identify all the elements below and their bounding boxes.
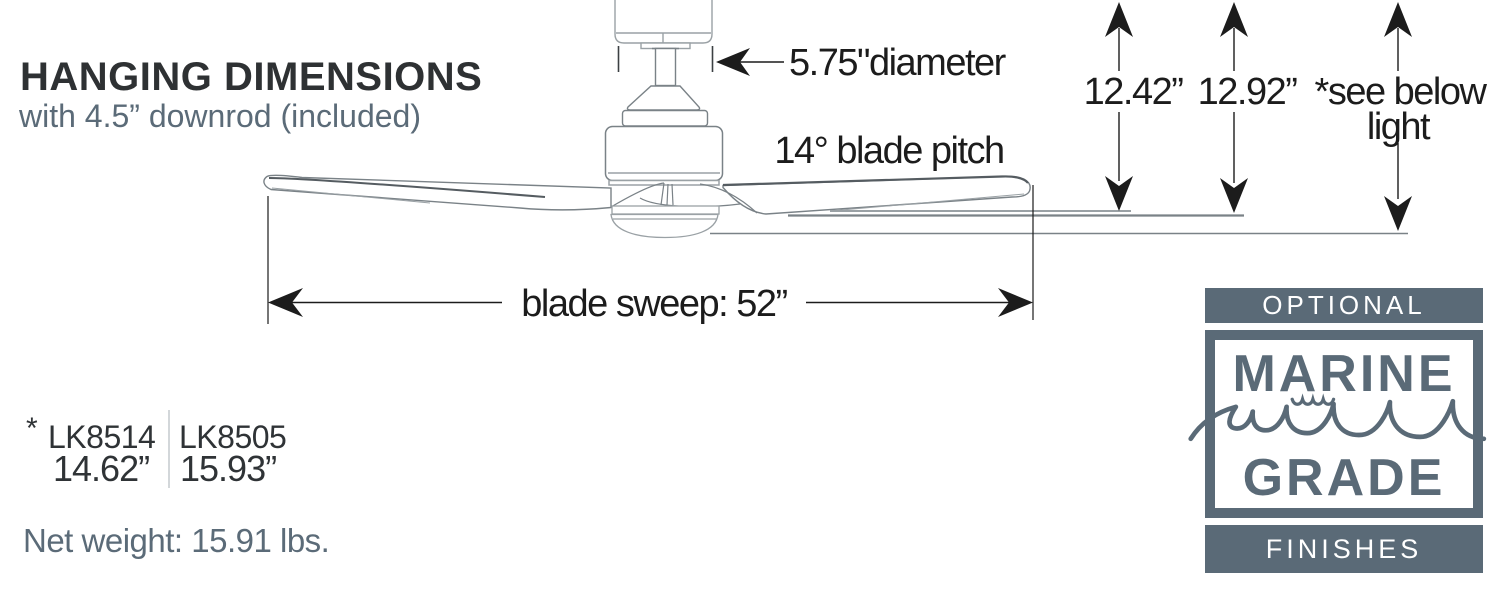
reference-lines [710,210,1408,235]
diameter-extension-lines [617,46,714,72]
right-blade [722,175,1031,215]
height-measurement-1: 12.42” [1083,71,1184,113]
page-title: HANGING DIMENSIONS [20,55,483,99]
net-weight: Net weight: 15.91 lbs. [23,522,330,559]
finishes-bar: FINISHES [1205,525,1483,573]
height-measurement-2: 12.92” [1197,71,1298,113]
diameter-arrow [716,48,784,76]
height-arrow-3 [1384,2,1412,231]
model-sku-1: LK8514 [48,419,156,455]
blade-sweep-arrow [267,185,1034,324]
height-arrow-2 [1220,2,1248,213]
grade-text: GRADE [1242,449,1446,507]
column-divider [168,410,170,488]
badge-frame: MARINE GRADE [1188,330,1487,518]
badge-inner: MARINE GRADE [1188,340,1487,508]
height-arrow-1 [1105,2,1133,211]
page-subtitle: with 4.5” downrod (included) [19,98,421,134]
optional-bar: OPTIONAL [1205,288,1483,323]
diameter-label: 5.75"diameter [789,42,1006,84]
light-label: light [1366,106,1431,148]
model-height-2: 15.93” [180,448,277,489]
footnote-marker: * [26,412,38,445]
motor-housing [604,125,724,186]
marine-text: MARINE [1232,345,1456,403]
model-sku-2: LK8505 [179,419,287,455]
left-blade [263,174,612,211]
wave-icon [1188,393,1487,442]
blade-sweep-label: blade sweep: 52” [521,283,788,325]
downrod [621,47,709,127]
model-height-1: 14.62” [53,448,150,489]
marine-grade-badge: OPTIONAL MARINE GRADE FINISHES [1188,288,1487,573]
canopy [614,0,713,50]
light-kit [610,205,720,239]
blade-pitch-label: 14° blade pitch [774,130,1005,172]
height-measurement-3: *see below [1314,71,1487,113]
